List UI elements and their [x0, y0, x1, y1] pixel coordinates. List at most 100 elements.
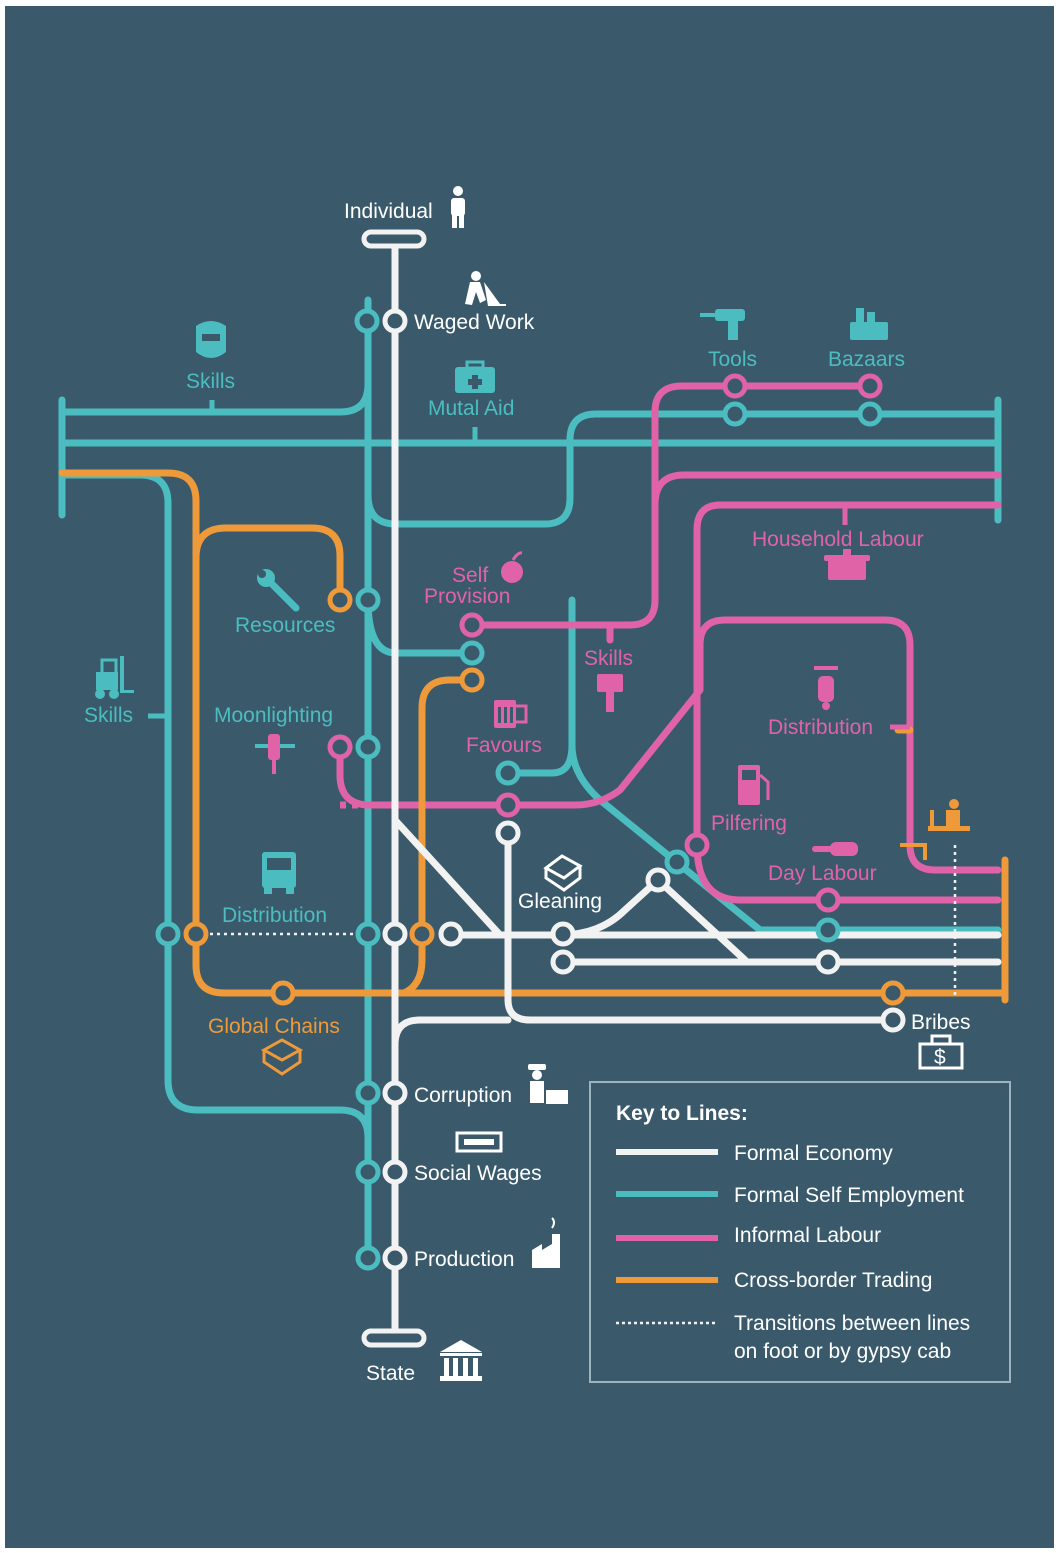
- station-distribution-orange[interactable]: [409, 921, 435, 947]
- production-label: Production: [414, 1248, 514, 1271]
- welding-mask-icon: [196, 321, 226, 358]
- transit-map-board: Individual Waged Work Skills Mutal Aid T…: [5, 6, 1054, 1548]
- paint-brush-icon: [597, 674, 623, 712]
- white-line-bribes-left: [391, 1016, 512, 1049]
- corruption-label: Corruption: [414, 1084, 512, 1107]
- station-favours-white[interactable]: [495, 820, 521, 846]
- self-provision-label-2: Provision: [424, 585, 510, 608]
- truck-icon: [262, 852, 296, 894]
- bazaars-label: Bazaars: [828, 348, 905, 371]
- station-day-labour-teal[interactable]: [815, 917, 841, 943]
- top-terminal-cap: [361, 229, 427, 249]
- station-gleaning-start[interactable]: [438, 921, 464, 947]
- resources-label: Resources: [235, 614, 335, 637]
- station-corruption-teal[interactable]: [355, 1080, 381, 1106]
- legend-label-formal-economy: Formal Economy: [734, 1142, 893, 1165]
- orange-line-resources: [192, 524, 344, 604]
- station-gleaning-mid[interactable]: [550, 921, 576, 947]
- station-resources-teal[interactable]: [355, 587, 381, 613]
- digger-worker-icon: [465, 271, 506, 306]
- white-line-bribes: [504, 829, 897, 1024]
- station-bazaars-pink[interactable]: [857, 373, 883, 399]
- station-tools-pink[interactable]: [722, 373, 748, 399]
- skills-forklift-label: Skills: [84, 704, 133, 727]
- basket-icon: [850, 308, 888, 340]
- station-corruption[interactable]: [382, 1080, 408, 1106]
- labels: Individual Waged Work Skills Mutal Aid T…: [84, 200, 971, 1385]
- station-favours-teal[interactable]: [495, 760, 521, 786]
- legend-title: Key to Lines:: [616, 1102, 748, 1125]
- moonlighting-label: Moonlighting: [214, 704, 333, 727]
- banknote-icon: [455, 1131, 503, 1153]
- beer-icon: [494, 700, 528, 728]
- station-gleaning-lower[interactable]: [550, 949, 576, 975]
- drill-icon: [700, 309, 745, 340]
- station-waged-work[interactable]: [382, 308, 408, 334]
- station-self-provision-teal[interactable]: [459, 640, 485, 666]
- stations: [155, 308, 906, 1271]
- apple-icon: [501, 551, 523, 583]
- station-bribes[interactable]: [880, 1007, 906, 1033]
- social-wages-label: Social Wages: [414, 1162, 542, 1185]
- teal-line-forklift: [58, 471, 372, 1142]
- station-social-wages[interactable]: [382, 1159, 408, 1185]
- orange-connector: [900, 843, 927, 860]
- station-day-labour-pink[interactable]: [815, 887, 841, 913]
- station-moonlighting-teal[interactable]: [355, 734, 381, 760]
- station-waged-work-teal[interactable]: [354, 308, 380, 334]
- station-tools-teal[interactable]: [722, 401, 748, 427]
- station-resources-orange[interactable]: [327, 587, 353, 613]
- transit-map: Individual Waged Work Skills Mutal Aid T…: [58, 186, 1011, 1385]
- legend-label-formal-self-employment: Formal Self Employment: [734, 1184, 964, 1207]
- legend: Key to Lines: Formal Economy Formal Self…: [589, 1081, 1011, 1383]
- station-bribes-orange[interactable]: [880, 980, 906, 1006]
- station-self-provision-orange[interactable]: [459, 667, 485, 693]
- station-production-teal[interactable]: [355, 1245, 381, 1271]
- pink-line-distribution: [336, 616, 1002, 874]
- fuel-pump-icon: [738, 765, 770, 805]
- self-provision-label-1: Self: [452, 564, 488, 587]
- station-social-wages-teal[interactable]: [355, 1159, 381, 1185]
- station-day-labour-white[interactable]: [815, 949, 841, 975]
- station-distribution-white[interactable]: [382, 921, 408, 947]
- station-self-provision[interactable]: [459, 612, 485, 638]
- legend-label-transitions-2: on foot or by gypsy cab: [734, 1340, 951, 1363]
- desk-worker-icon: [928, 799, 970, 831]
- pink-line-self-provision: [468, 436, 659, 629]
- global-chains-label: Global Chains: [208, 1015, 340, 1038]
- forklift-icon: [95, 656, 134, 699]
- dollar-sign: $: [934, 1046, 946, 1069]
- waged-work-label: Waged Work: [414, 311, 535, 334]
- legend-label-informal-labour: Informal Labour: [734, 1224, 881, 1247]
- money-bag-icon: $: [918, 1034, 964, 1070]
- terminal-top-label: Individual: [344, 200, 433, 223]
- station-distribution-orange-left[interactable]: [183, 921, 209, 947]
- station-pilfering[interactable]: [684, 832, 710, 858]
- distribution-pink-label: Distribution: [768, 716, 873, 739]
- station-global-chains[interactable]: [270, 980, 296, 1006]
- station-favours-pink[interactable]: [495, 792, 521, 818]
- tool-belt-icon: [255, 734, 295, 774]
- station-production[interactable]: [382, 1245, 408, 1271]
- tools-label: Tools: [708, 348, 757, 371]
- skills-paint-label: Skills: [584, 647, 633, 670]
- bribes-label: Bribes: [911, 1011, 971, 1034]
- teal-line-skills: [58, 380, 372, 416]
- station-moonlighting-pink[interactable]: [327, 734, 353, 760]
- station-distribution-teal[interactable]: [355, 921, 381, 947]
- skills-welder-label: Skills: [186, 370, 235, 393]
- distribution-teal-label: Distribution: [222, 904, 327, 927]
- station-distribution-teal-left[interactable]: [155, 921, 181, 947]
- cross-border-trading-lines: [58, 469, 1009, 1004]
- police-officer-icon: [528, 1064, 568, 1104]
- station-pilfering-teal[interactable]: [664, 849, 690, 875]
- bank-building-icon: [440, 1340, 482, 1381]
- day-labour-label: Day Labour: [768, 862, 877, 885]
- formal-self-employment-lines: [58, 296, 1002, 1269]
- wrench-icon: [257, 569, 300, 612]
- box-icon: [543, 854, 583, 892]
- parcel-icon: [260, 1038, 304, 1076]
- station-gleaning-white[interactable]: [645, 867, 671, 893]
- legend-label-cross-border-trading: Cross-border Trading: [734, 1269, 932, 1292]
- station-bazaars-teal[interactable]: [857, 401, 883, 427]
